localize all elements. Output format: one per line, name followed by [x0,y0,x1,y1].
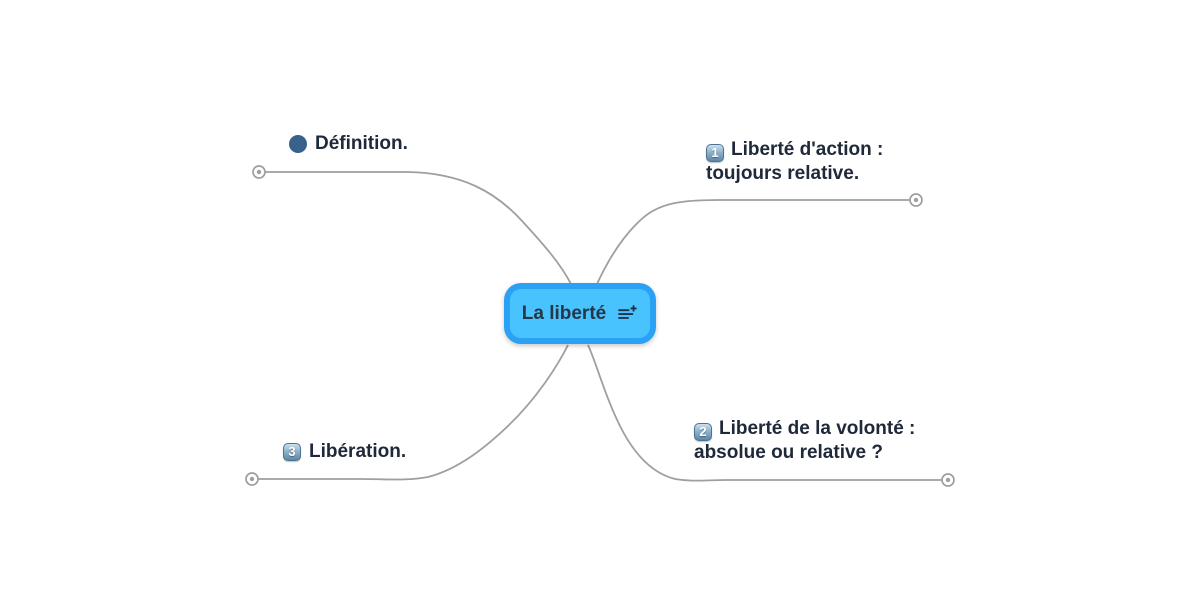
priority-3-badge: 3 [283,443,301,461]
branch-liberte-action-label: Liberté d'action : toujours relative. [706,139,884,184]
branch-definition[interactable]: Définition. [289,132,408,156]
connector-bottom-right [587,344,948,482]
branch-liberation-label: Libération. [309,441,407,462]
branch-liberte-volonte-label: Liberté de la volonté : absolue ou relat… [694,418,916,463]
connector-endpoint-bottom-right [941,473,955,487]
priority-2-badge: 2 [694,423,712,441]
branch-definition-label: Définition. [315,133,408,154]
priority-1-badge: 1 [706,144,724,162]
connector-bottom-left [252,344,569,481]
connector-top-left [259,171,572,285]
root-node-body: La liberté [510,289,650,338]
root-node-la-liberte[interactable]: La liberté [504,283,656,344]
connector-endpoint-bottom-left [245,472,259,486]
connector-top-right [596,199,916,285]
branch-liberation[interactable]: 3 Libération. [283,440,406,464]
connector-endpoint-top-right [909,193,923,207]
filled-circle-icon [289,135,307,153]
add-notes-icon[interactable] [618,305,638,322]
root-node-label: La liberté [521,302,607,324]
connector-endpoint-top-left [252,165,266,179]
